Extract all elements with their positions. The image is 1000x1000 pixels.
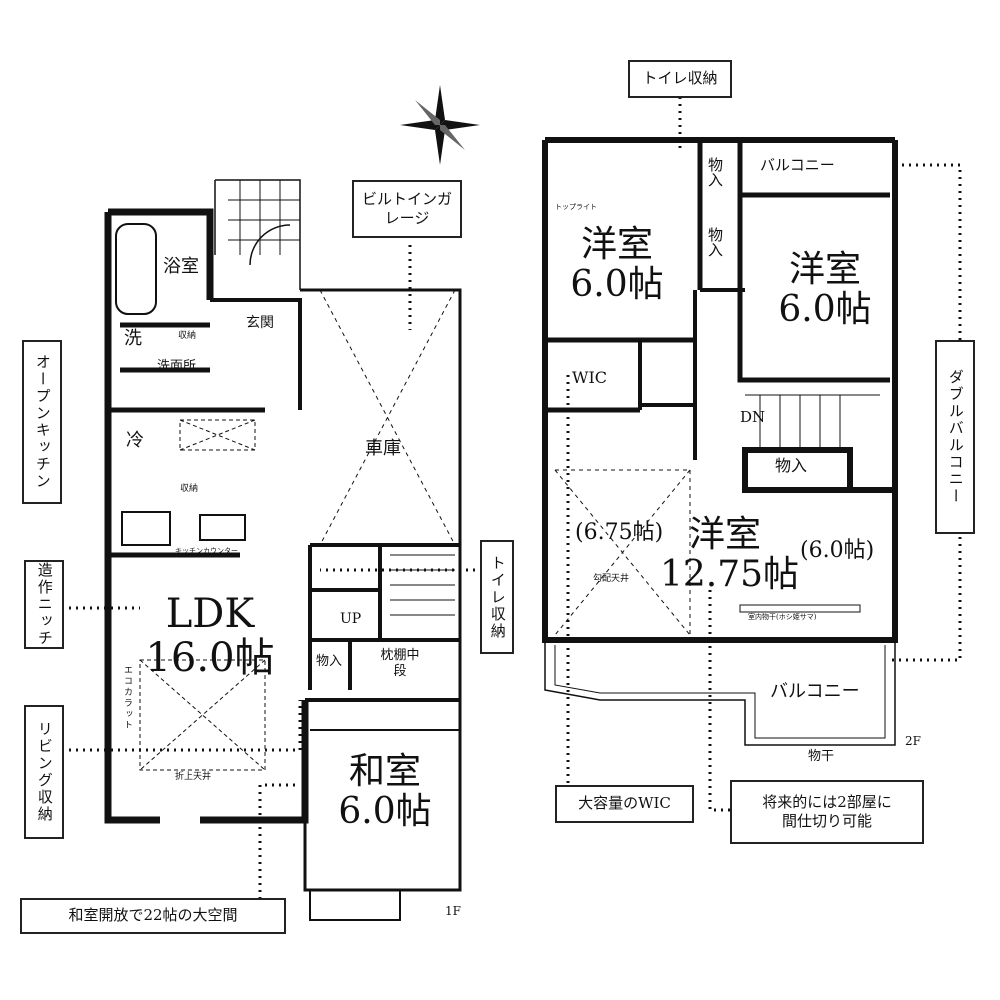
callout-garage: ビルトインガレージ — [352, 180, 462, 238]
room-size: 6.0帖 — [778, 288, 872, 330]
floor-label-1f: 1F — [445, 904, 461, 918]
callout-toilet-storage-2f: トイレ収納 — [628, 60, 732, 98]
callout-living-storage: リビング収納 — [24, 705, 64, 839]
callout-big-wic: 大容量のWIC — [555, 785, 694, 823]
room-ldk: LDK 16.0帖 — [140, 592, 280, 680]
room-name: 洋室 — [788, 249, 861, 290]
wic-label: WIC — [572, 368, 608, 387]
closet-label: 物入 — [708, 226, 724, 259]
compass-rose-icon — [400, 85, 480, 165]
room-western-3: 洋室 12.75帖 — [660, 514, 800, 595]
closet-label: 物入 — [708, 156, 724, 189]
callout-partition: 将来的には2部屋に 間仕切り可能 — [730, 780, 924, 844]
callout-double-balcony: ダブルバルコニー — [935, 340, 975, 534]
room-bath: 浴室 — [163, 256, 199, 277]
kitchen-counter-label: キッチンカウンター — [175, 547, 238, 555]
fridge-label: 冷 — [126, 430, 144, 451]
sub-area-right: (6.0帖) — [800, 538, 875, 563]
balcony-label: バルコニー — [760, 156, 835, 174]
floor-label-2f: 2F — [905, 734, 921, 748]
room-size: 6.0帖 — [570, 263, 664, 305]
indoor-drying-label: 室内物干(ホシ姫サマ) — [748, 613, 817, 621]
ldk-name: LDK — [165, 591, 255, 637]
skylight-label: トップライト — [555, 203, 597, 211]
shelf-label: 枕棚中段 — [380, 648, 420, 679]
storage-label: 収納 — [178, 331, 197, 341]
stairs-up-label: UP — [340, 611, 362, 627]
room-laundry: 洗 — [124, 328, 142, 349]
sub-area-left: (6.75帖) — [575, 520, 664, 545]
callout-partition-line2: 間仕切り可能 — [781, 812, 872, 830]
storage-label: 収納 — [180, 484, 199, 494]
japanese-room-name: 和室 — [348, 751, 421, 792]
ldk-size: 16.0帖 — [145, 635, 275, 681]
raised-ceiling-label: 折上天井 — [175, 772, 212, 782]
room-garage: 車庫 — [365, 438, 401, 459]
closet-label: 物入 — [316, 654, 343, 669]
callout-open-kitchen: オープンキッチン — [22, 340, 62, 504]
room-washroom: 洗面所 — [157, 359, 197, 374]
room-japanese: 和室 6.0帖 — [325, 752, 445, 831]
room-name: 洋室 — [580, 224, 653, 265]
room-western-1: 洋室 6.0帖 — [562, 225, 672, 304]
eco-carat-label: エコカラット — [122, 665, 132, 731]
drying-label: 物干 — [808, 749, 835, 764]
room-western-2: 洋室 6.0帖 — [770, 250, 880, 329]
japanese-room-size: 6.0帖 — [338, 790, 432, 832]
callout-niche: 造作ニッチ — [24, 560, 64, 649]
callout-big-space: 和室開放で22帖の大空間 — [20, 898, 286, 934]
room-size: 12.75帖 — [660, 553, 800, 595]
balcony-label: バルコニー — [770, 681, 860, 702]
callout-partition-line1: 将来的には2部屋に — [762, 792, 892, 811]
room-entrance: 玄関 — [246, 315, 274, 331]
callout-toilet-storage-1f: トイレ収納 — [480, 540, 514, 654]
room-name: 洋室 — [688, 514, 761, 555]
sloped-ceiling-label: 勾配天井 — [593, 574, 630, 584]
closet-label: 物入 — [775, 456, 808, 475]
stairs-down-label: DN — [740, 408, 766, 426]
